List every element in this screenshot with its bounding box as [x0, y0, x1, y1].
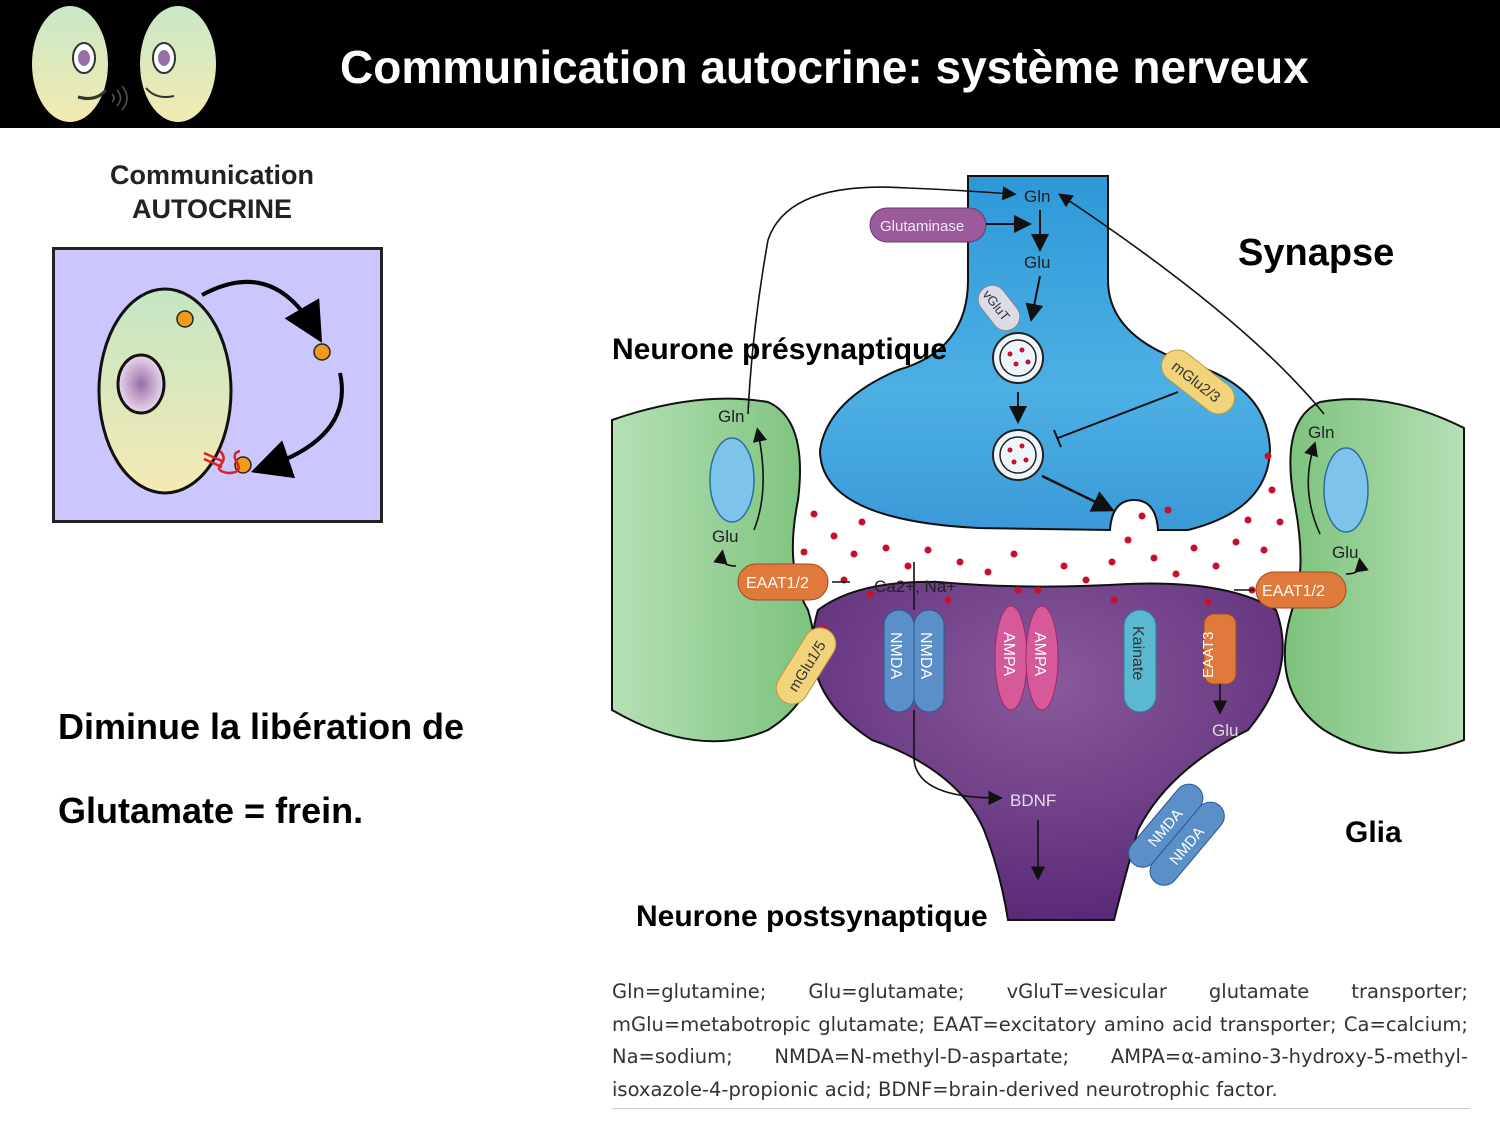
- label-glu-left: Glu: [712, 527, 738, 546]
- label-bdnf: BDNF: [1010, 791, 1056, 810]
- label-ampa-2: AMPA: [1031, 632, 1048, 676]
- label-eaat-left: EAAT1/2: [746, 575, 809, 592]
- autocrine-diagram: [52, 247, 383, 523]
- label-gln-top: Gln: [1024, 187, 1050, 206]
- receptor-icon: [203, 449, 241, 475]
- vglut-transporter: [977, 284, 1021, 332]
- label-eaat3: EAAT3: [1200, 632, 1217, 678]
- mglu15-receptor: [775, 627, 837, 705]
- label-glu-top: Glu: [1024, 253, 1050, 272]
- label-glutaminase: Glutaminase: [880, 218, 964, 235]
- page-title: Communication autocrine: système nerveux: [340, 41, 1309, 93]
- postsynaptic-label: Neurone postsynaptique: [636, 900, 988, 933]
- label-glu-post: Glu: [1212, 721, 1238, 740]
- presynaptic-terminal: [818, 175, 1272, 532]
- glia-right-transporter: [1323, 447, 1369, 533]
- body-text-line1: Diminue la libération de: [58, 706, 465, 747]
- mglu23-receptor: [1161, 349, 1235, 415]
- synapse-diagram: Gln Glutaminase Glu vGluT mGlu2/3 Gln Gl…: [611, 175, 1465, 921]
- abbreviation-legend: Gln=glutamine; Glu=glutamate; vGluT=vesi…: [612, 980, 1468, 1101]
- synapse-title: Synapse: [1238, 232, 1395, 274]
- eaat12-right: [1255, 571, 1347, 609]
- ampa-receptor-2: [1025, 605, 1059, 711]
- cells-logo: [32, 6, 216, 122]
- glia-label: Glia: [1345, 816, 1402, 849]
- label-nmda-2: NMDA: [917, 632, 934, 679]
- legend-divider: [612, 1108, 1470, 1109]
- autocrine-caption-line1: Communication: [109, 160, 314, 190]
- label-gln-left: Gln: [718, 407, 744, 426]
- glia-left-transporter: [709, 437, 755, 523]
- label-eaat-right: EAAT1/2: [1262, 583, 1325, 600]
- label-glu-right: Glu: [1332, 543, 1358, 562]
- label-kainate: Kainate: [1129, 626, 1146, 680]
- label-ions: Ca2+, Na+: [874, 577, 956, 596]
- label-ampa-1: AMPA: [1000, 632, 1017, 676]
- nmda-receptor-2: [913, 609, 945, 713]
- kainate-receptor: [1123, 609, 1157, 713]
- autocrine-nucleus: [116, 353, 166, 415]
- autocrine-caption: Communication AUTOCRINE: [52, 158, 372, 226]
- autocrine-cell: [97, 287, 233, 495]
- header-bar: Communication autocrine: système nerveux: [0, 0, 1500, 128]
- autocrine-caption-line2: AUTOCRINE: [131, 194, 292, 224]
- presynaptic-label: Neurone présynaptique: [612, 333, 948, 366]
- extrasynaptic-nmda-2: [1149, 801, 1225, 886]
- label-gln-right: Gln: [1308, 423, 1334, 442]
- label-nmda-1: NMDA: [887, 632, 904, 679]
- body-text-line2: Glutamate = frein.: [58, 790, 364, 831]
- eaat12-left: [737, 563, 829, 601]
